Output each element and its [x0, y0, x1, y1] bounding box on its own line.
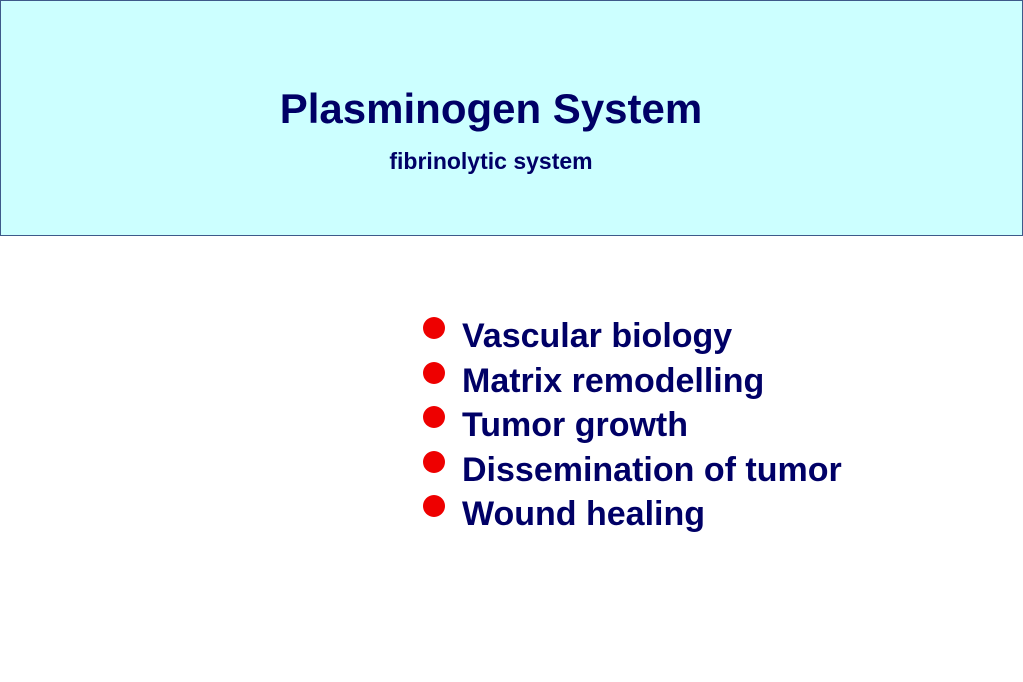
list-item: Wound healing: [422, 492, 842, 537]
list-item: Vascular biology: [422, 314, 842, 359]
list-item-label: Vascular biology: [462, 317, 733, 355]
list-item-label: Dissemination of tumor: [462, 450, 842, 489]
list-item: Tumor growth: [422, 403, 842, 448]
bullet-dot-icon: [423, 495, 445, 517]
list-item-label: Matrix remodelling: [462, 361, 765, 400]
bullet-dot-icon: [423, 317, 445, 339]
title-panel: Plasminogen System fibrinolytic system: [0, 0, 1023, 236]
list-item-label: Wound healing: [462, 495, 706, 533]
slide-subtitle: fibrinolytic system: [389, 148, 593, 174]
slide-title: Plasminogen System: [279, 85, 703, 132]
list-item: Dissemination of tumor: [422, 448, 842, 493]
bullet-dot-icon: [423, 450, 445, 473]
bullet-dot-icon: [423, 361, 445, 384]
list-item-label: Tumor growth: [462, 406, 688, 444]
bullet-dot-icon: [423, 406, 445, 428]
bullet-list: Vascular biology Matrix remodelling Tumo…: [422, 314, 842, 537]
list-item: Matrix remodelling: [422, 359, 842, 404]
